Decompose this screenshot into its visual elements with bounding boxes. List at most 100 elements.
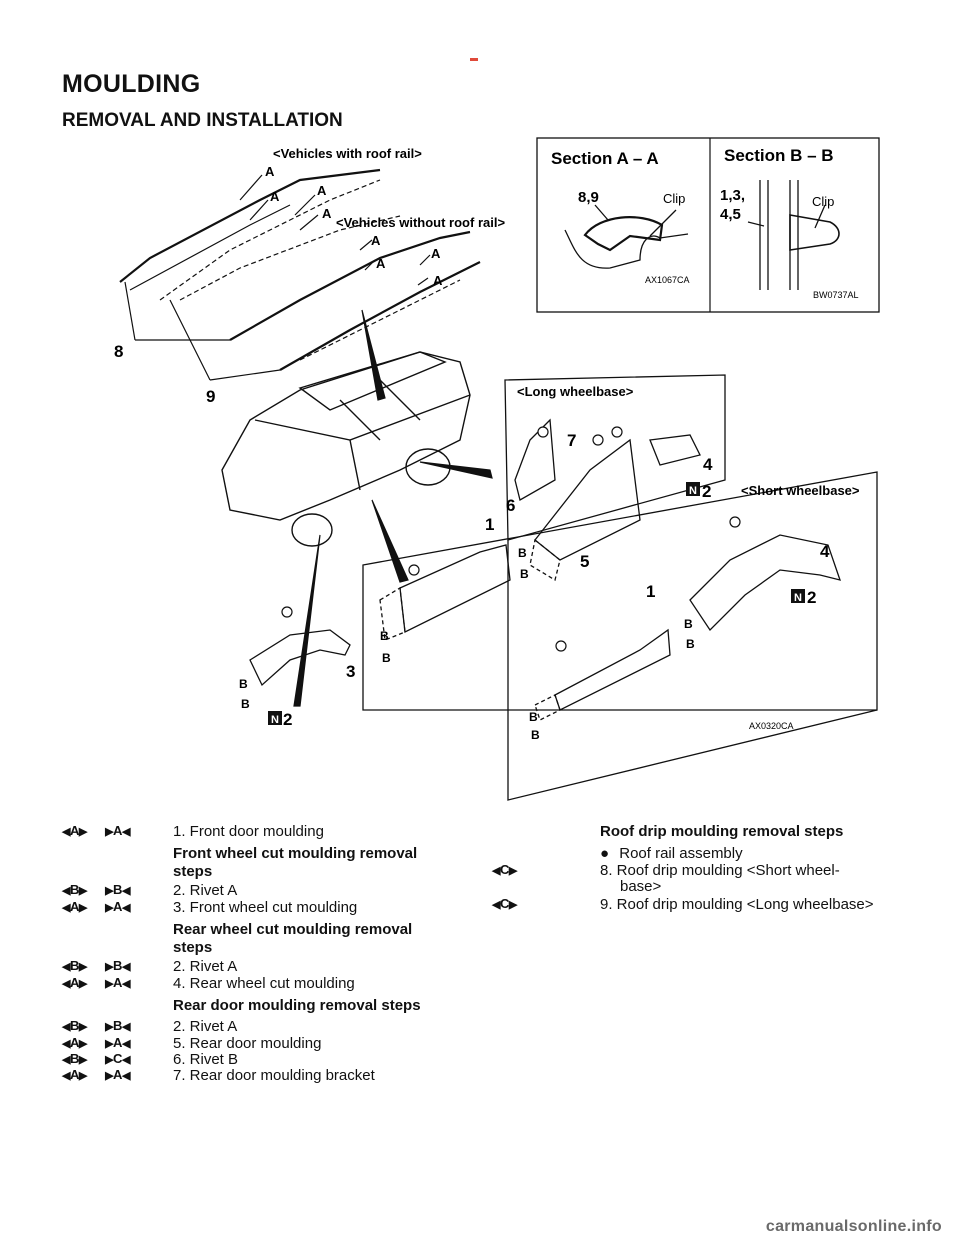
num-6: 6 bbox=[506, 496, 515, 515]
step-text: 7. Rear door moulding bracket bbox=[173, 1067, 375, 1084]
code-aa: AX1067CA bbox=[645, 275, 690, 285]
b-letters: B B B B B B B B B B bbox=[239, 546, 695, 742]
num-5: 5 bbox=[580, 552, 589, 571]
badge-pair: ◀B▶ ▶B◀ bbox=[62, 882, 130, 897]
leader-8 bbox=[124, 281, 230, 341]
num-7: 7 bbox=[567, 431, 576, 450]
step-head: Rear door moulding removal steps bbox=[173, 997, 421, 1014]
label-with-rail: <Vehicles with roof rail> bbox=[273, 146, 422, 161]
svg-text:A: A bbox=[371, 233, 381, 248]
code-bb: BW0737AL bbox=[813, 290, 859, 300]
svg-text:N: N bbox=[271, 714, 279, 726]
badge-pair: ◀C▶ bbox=[492, 862, 517, 877]
badge-pair: ◀A▶ ▶A◀ bbox=[62, 823, 130, 838]
rear-wheel-moulding-long bbox=[649, 434, 701, 466]
step-head: Front wheel cut moulding removal steps bbox=[173, 845, 418, 880]
step-text: 3. Front wheel cut moulding bbox=[173, 899, 358, 916]
svg-text:A: A bbox=[317, 183, 327, 198]
section-box bbox=[536, 137, 880, 313]
bullet-icon: ● bbox=[600, 845, 610, 862]
svg-text:B: B bbox=[684, 617, 693, 631]
svg-text:A: A bbox=[270, 189, 280, 204]
badge-pair: ◀A▶ ▶A◀ bbox=[62, 975, 130, 990]
svg-text:B: B bbox=[686, 637, 695, 651]
section-aa-drawing bbox=[564, 204, 689, 269]
svg-text:B: B bbox=[531, 728, 540, 742]
svg-text:B: B bbox=[239, 677, 248, 691]
front-wheel-moulding bbox=[249, 629, 351, 687]
svg-text:B: B bbox=[529, 710, 538, 724]
a-letters: A A A A A A A A bbox=[265, 164, 443, 288]
roof-moulding-with-rail bbox=[119, 168, 381, 301]
step-text: 2. Rivet A bbox=[173, 1018, 238, 1035]
step-text-cont: base> bbox=[620, 878, 662, 895]
page-subtitle: REMOVAL AND INSTALLATION bbox=[62, 110, 343, 131]
step-text: 4. Rear wheel cut moulding bbox=[173, 975, 355, 992]
num-4-short: 4 bbox=[820, 542, 830, 561]
step-text: 8. Roof drip moulding <Short wheel- bbox=[600, 862, 840, 879]
bullet-item: ● Roof rail assembly bbox=[600, 845, 743, 862]
badge-pair: ◀B▶ ▶B◀ bbox=[62, 958, 130, 973]
label-long-wb: <Long wheelbase> bbox=[517, 384, 634, 399]
svg-text:A: A bbox=[265, 164, 275, 179]
n-badges: N N N bbox=[268, 482, 805, 726]
pointer-roof bbox=[361, 309, 386, 401]
step-text: 9. Roof drip moulding <Long wheelbase> bbox=[600, 896, 874, 913]
svg-text:A: A bbox=[376, 256, 386, 271]
svg-text:B: B bbox=[241, 697, 250, 711]
section-aa-clip: Clip bbox=[663, 191, 685, 206]
num-3: 3 bbox=[346, 662, 355, 681]
pointer-door bbox=[371, 499, 409, 583]
svg-text:A: A bbox=[433, 273, 443, 288]
panel-bottom bbox=[507, 540, 878, 801]
watermark: carmanualsonline.info bbox=[765, 1218, 942, 1235]
label-without-rail: <Vehicles without roof rail> bbox=[336, 215, 505, 230]
badge-pair: ◀B▶ ▶B◀ bbox=[62, 1018, 130, 1033]
badge-pair: ◀C▶ bbox=[492, 896, 517, 911]
section-aa-title: Section A – A bbox=[551, 149, 659, 168]
door-moulding-upper bbox=[379, 544, 511, 641]
step-text: 6. Rivet B bbox=[173, 1051, 239, 1068]
badge-pair: ◀A▶ ▶A◀ bbox=[62, 1035, 130, 1050]
section-bb-part-1: 1,3, bbox=[720, 187, 745, 204]
num-2-short: 2 bbox=[807, 588, 816, 607]
badge-pair: ◀B▶ ▶C◀ bbox=[62, 1051, 130, 1066]
long-wb-panel bbox=[504, 374, 726, 541]
label-short-wb: <Short wheelbase> bbox=[741, 483, 860, 498]
step-text: 2. Rivet A bbox=[173, 882, 238, 899]
moulding-diagram: Section A – A Section B – B 8,9 Clip 1,3… bbox=[114, 137, 880, 801]
step-text: 1. Front door moulding bbox=[173, 823, 324, 840]
step-text: 2. Rivet A bbox=[173, 958, 238, 975]
code-main: AX0320CA bbox=[749, 721, 794, 731]
step-head: Rear wheel cut moulding removal steps bbox=[173, 921, 413, 956]
leader-9 bbox=[169, 299, 281, 381]
pointer-rear bbox=[419, 461, 493, 479]
num-9: 9 bbox=[206, 387, 215, 406]
num-2-front: 2 bbox=[283, 710, 292, 729]
section-aa-part: 8,9 bbox=[578, 189, 599, 206]
vehicle-outline bbox=[221, 351, 471, 547]
part-numbers: 8 9 7 4 6 1 5 4 1 3 2 2 2 bbox=[114, 342, 830, 729]
step-head: Roof drip moulding removal steps bbox=[600, 823, 844, 840]
door-moulding-lower bbox=[534, 628, 671, 721]
svg-text:A: A bbox=[322, 206, 332, 221]
num-8: 8 bbox=[114, 342, 123, 361]
section-bb-title: Section B – B bbox=[724, 146, 834, 165]
roof-moulding-without-rail bbox=[179, 215, 481, 371]
num-1-upper: 1 bbox=[485, 515, 494, 534]
num-2-long: 2 bbox=[702, 482, 711, 501]
step-text: 5. Rear door moulding bbox=[173, 1035, 322, 1052]
section-bb-part-2: 4,5 bbox=[720, 206, 741, 223]
num-4-long: 4 bbox=[703, 455, 713, 474]
svg-text:B: B bbox=[380, 629, 389, 643]
pointer-front bbox=[293, 534, 321, 707]
rear-wheel-moulding-short bbox=[689, 534, 842, 632]
section-bb-drawing bbox=[747, 180, 840, 290]
clip-icons bbox=[281, 426, 741, 652]
section-bb-clip: Clip bbox=[812, 194, 834, 209]
rear-bracket bbox=[514, 418, 556, 501]
page-title: MOULDING bbox=[62, 70, 201, 98]
badge-pair: ◀A▶ ▶A◀ bbox=[62, 899, 130, 914]
top-mark bbox=[470, 58, 478, 61]
svg-text:N: N bbox=[689, 485, 697, 497]
